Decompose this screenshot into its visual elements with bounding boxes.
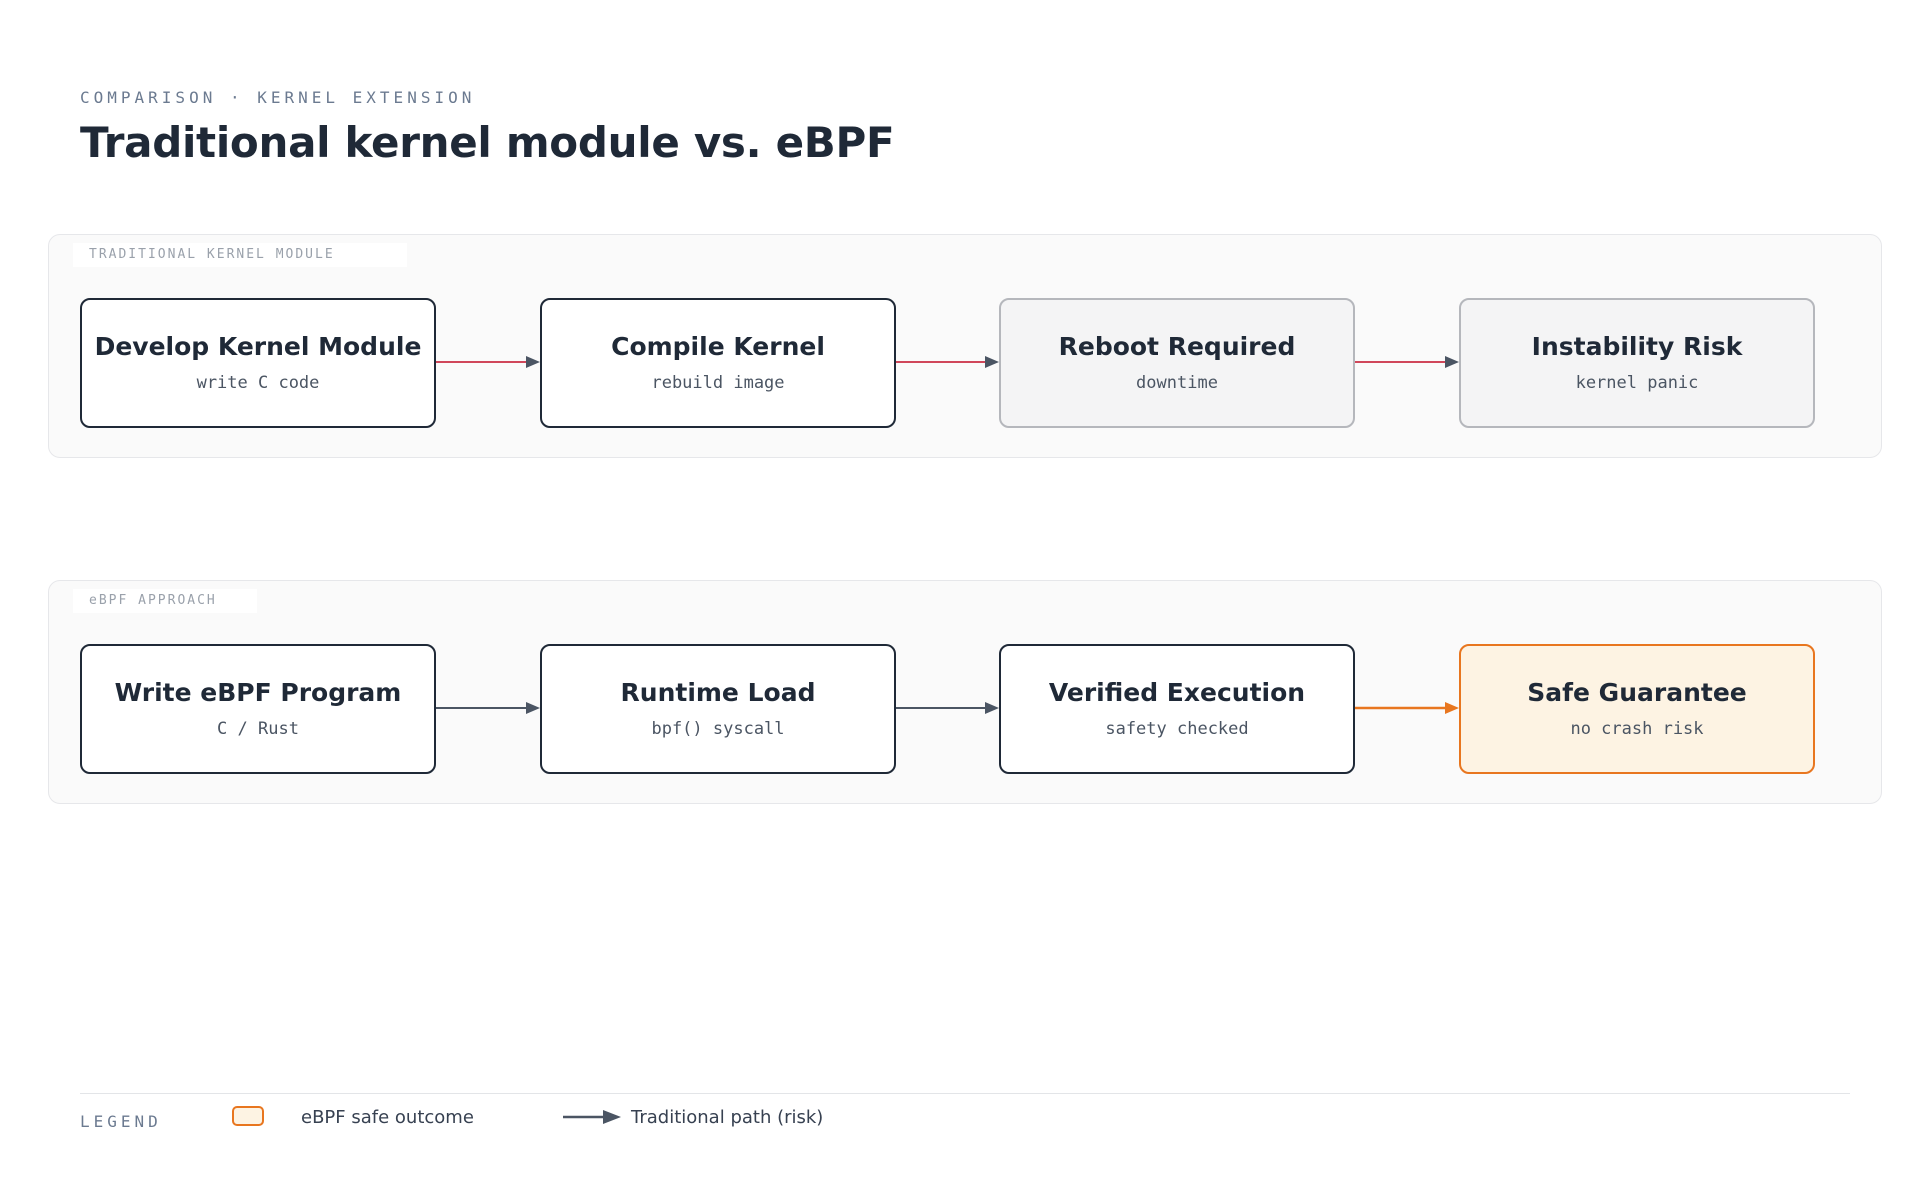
node-title: Verified Execution [1048, 678, 1306, 707]
node-title: Instability Risk [1531, 332, 1743, 361]
node-subtitle: C / Rust [217, 719, 299, 739]
node-verified-execution: Verified Execution safety checked [999, 644, 1355, 774]
node-develop-kernel-module: Develop Kernel Module write C code [80, 298, 436, 428]
ebpf-panel-label: eBPF APPROACH [73, 589, 257, 613]
node-title: Compile Kernel [611, 332, 825, 361]
node-subtitle: kernel panic [1575, 373, 1699, 393]
node-title: Safe Guarantee [1527, 678, 1747, 707]
node-subtitle: rebuild image [651, 373, 785, 393]
diagram-title: Traditional kernel module vs. eBPF [80, 118, 895, 167]
traditional-panel-label: TRADITIONAL KERNEL MODULE [73, 243, 407, 267]
node-runtime-load: Runtime Load bpf() syscall [540, 644, 896, 774]
node-write-ebpf-program: Write eBPF Program C / Rust [80, 644, 436, 774]
node-subtitle: no crash risk [1570, 719, 1704, 739]
legend-path-label: Traditional path (risk) [631, 1107, 824, 1128]
legend-arrow-icon [563, 1110, 621, 1124]
legend-safe-swatch [232, 1106, 264, 1126]
legend-divider [80, 1093, 1850, 1094]
diagram-eyebrow: COMPARISON · KERNEL EXTENSION [80, 88, 476, 107]
node-subtitle: safety checked [1105, 719, 1249, 739]
node-compile-kernel: Compile Kernel rebuild image [540, 298, 896, 428]
node-reboot-required: Reboot Required downtime [999, 298, 1355, 428]
node-title: Reboot Required [1058, 332, 1296, 361]
node-instability-risk: Instability Risk kernel panic [1459, 298, 1815, 428]
node-safe-guarantee: Safe Guarantee no crash risk [1459, 644, 1815, 774]
node-subtitle: bpf() syscall [651, 719, 785, 739]
node-title: Develop Kernel Module [94, 332, 422, 361]
node-subtitle: downtime [1136, 373, 1218, 393]
legend-title: LEGEND [80, 1112, 162, 1131]
node-subtitle: write C code [196, 373, 320, 393]
legend-safe-label: eBPF safe outcome [301, 1107, 474, 1128]
node-title: Runtime Load [620, 678, 816, 707]
node-title: Write eBPF Program [114, 678, 402, 707]
